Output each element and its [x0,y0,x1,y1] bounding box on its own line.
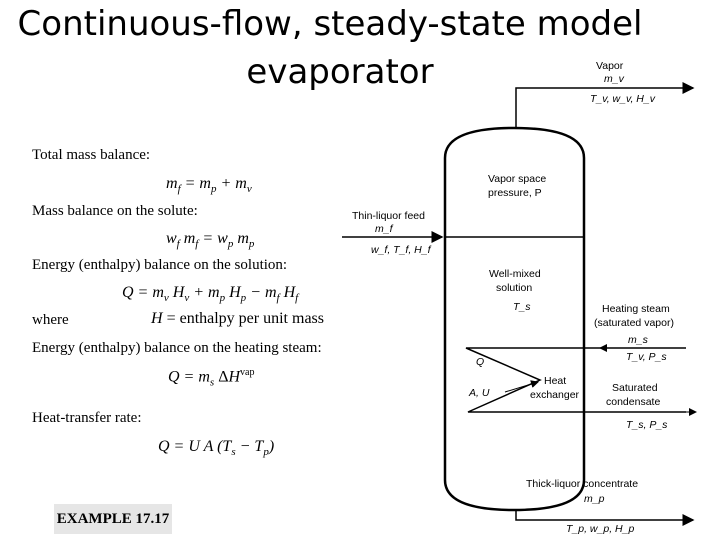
evaporator-vessel [443,126,586,512]
condensate-props: T_s, P_s [626,419,668,431]
title-line-2: evaporator [246,52,434,92]
vapor-props: T_v, w_v, H_v [590,93,656,105]
solution-line-1: Well-mixed [489,268,541,280]
heat-transfer-equation: Q = U A (Ts − Tp) [158,438,275,459]
vapor-outlet-pipe [515,82,695,128]
concentrate-props: T_p, w_p, H_p [566,523,634,535]
title-line-1: Continuous-flow, steady-state model [17,4,643,44]
steam-line-1: Heating steam [602,303,670,315]
heat-exchanger-coil [465,347,686,413]
steam-props: T_v, P_s [626,351,667,363]
example-label: EXAMPLE 17.17 [54,504,172,534]
feed-label: Thin-liquor feed [352,210,425,222]
feed-flow: m_f [375,223,394,235]
concentrate-outlet-pipe [515,510,695,526]
steam-flow: m_s [628,334,649,346]
exchanger-line-1: Heat [544,375,566,387]
condensate-line-1: Saturated [612,382,658,394]
energy-steam-label: Energy (enthalpy) balance on the heating… [32,340,322,356]
vapor-space-line-2: pressure, P [488,187,542,199]
heat-transfer-label: Heat-transfer rate: [32,410,142,426]
feed-props: w_f, T_f, H_f [371,244,432,256]
solute-label: Mass balance on the solute: [32,203,198,219]
where-equation: H = enthalpy per unit mass [151,310,324,327]
energy-steam-equation: Q = ms ΔHvap [168,367,255,389]
condensate-line-2: condensate [606,396,660,408]
vapor-label: Vapor [596,60,624,72]
concentrate-label: Thick-liquor concentrate [526,478,638,490]
concentrate-flow: m_p [584,493,605,505]
energy-solution-label: Energy (enthalpy) balance on the solutio… [32,257,288,273]
where-label: where [32,312,69,328]
solution-temperature: T_s [513,301,531,313]
exchanger-line-2: exchanger [530,389,580,401]
area-u-label: A, U [468,387,490,399]
vapor-flow: m_v [604,73,625,85]
solute-equation: wf mf = wp mp [166,230,255,251]
total-mass-label: Total mass balance: [32,147,151,163]
vapor-space-line-1: Vapor space [488,173,546,185]
solution-line-2: solution [496,282,532,294]
steam-line-2: (saturated vapor) [594,317,674,329]
heat-q-label: Q [476,356,484,368]
total-mass-equation: mf = mp + mv [166,175,252,196]
exchanger-pointer [504,380,539,393]
energy-solution-equation: Q = mv Hv + mp Hp − mf Hf [122,284,299,305]
